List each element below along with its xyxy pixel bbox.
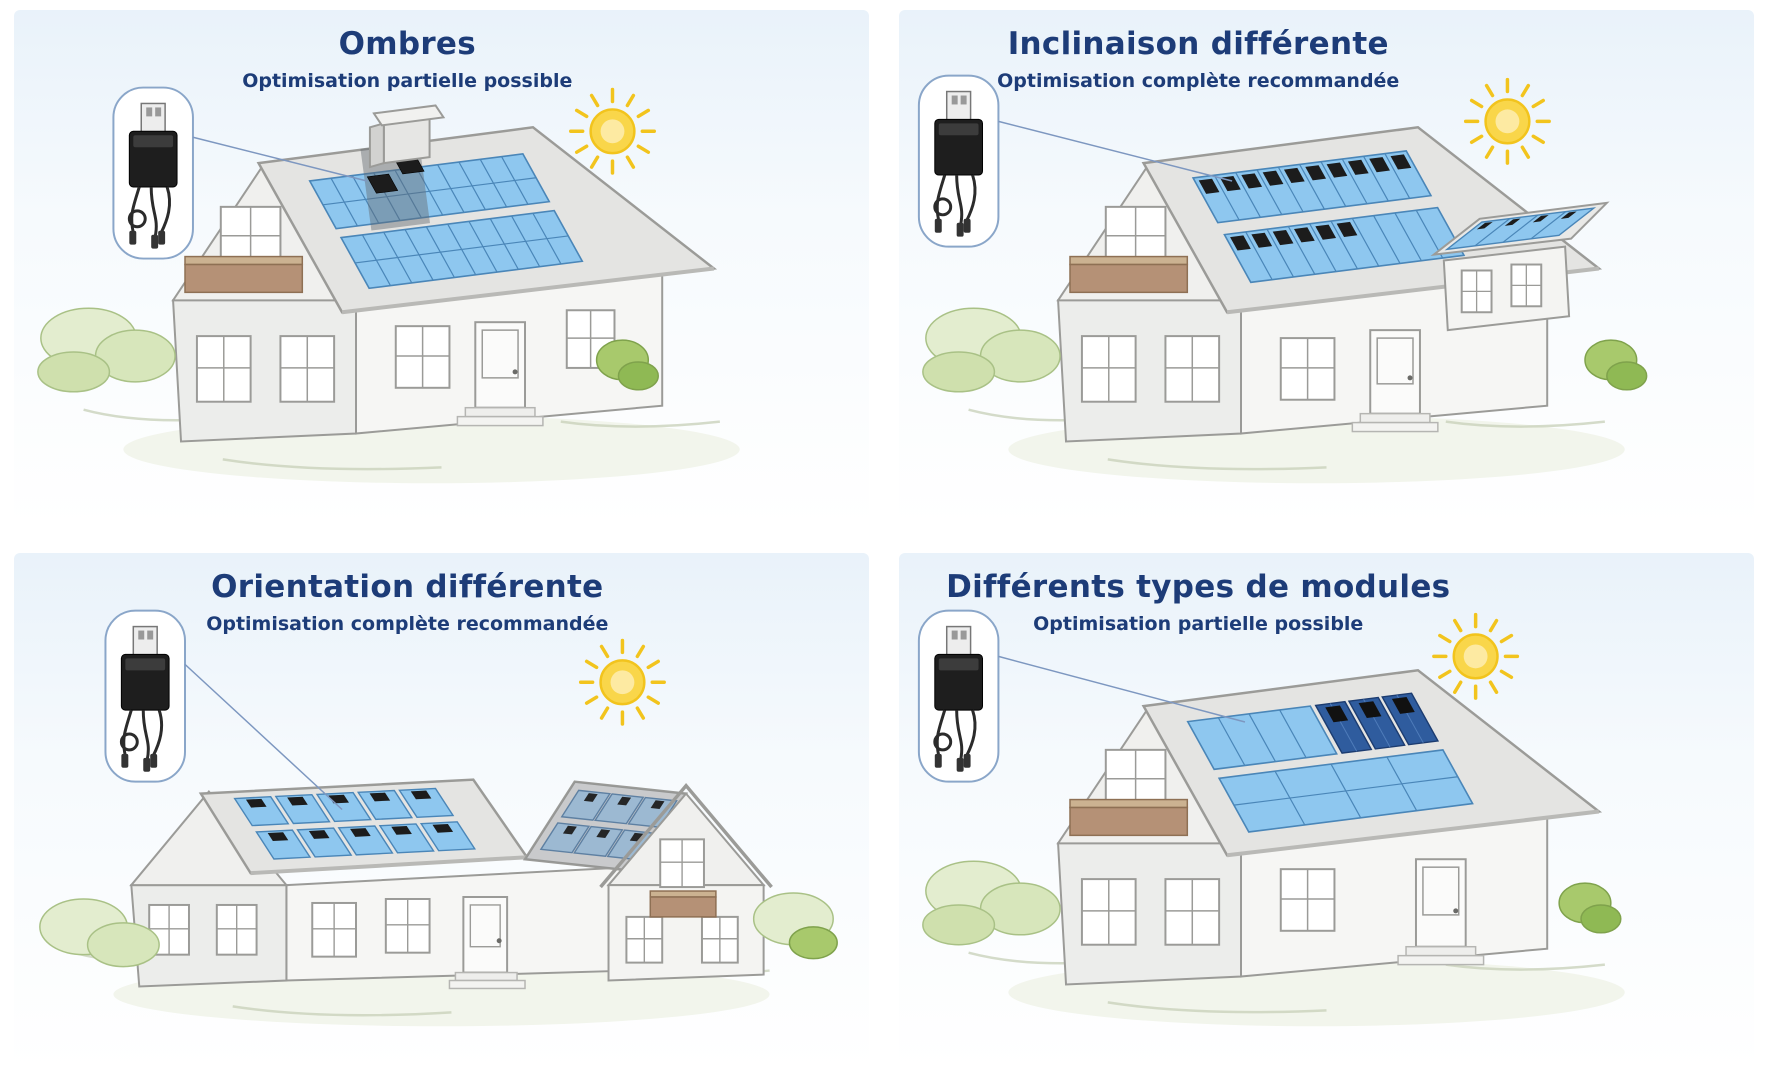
front-door	[456, 321, 544, 427]
panel-orientation: Orientation différente Optimisation comp…	[14, 553, 869, 1070]
optimizer-callout	[917, 74, 1000, 248]
panel-inclinaison: Inclinaison différente Optimisation comp…	[899, 10, 1754, 527]
page-title: Ombres	[338, 26, 476, 62]
panel-header: Différents types de modules Optimisation…	[899, 569, 1498, 635]
page-title: Différents types de modules	[946, 569, 1451, 605]
panel-subtitle: Optimisation complète recommandée	[997, 70, 1400, 92]
sun-icon	[1432, 612, 1520, 700]
dormer	[1430, 201, 1610, 332]
solar-panel-array	[1193, 151, 1464, 282]
solar-panel-array-right	[541, 790, 677, 859]
panel-modules: Différents types de modules Optimisation…	[899, 553, 1754, 1070]
scene-inclinaison	[917, 74, 1648, 484]
house-illustration	[129, 778, 773, 990]
optimizer-callout	[917, 609, 1000, 783]
panel-header: Ombres Optimisation partielle possible	[14, 26, 801, 92]
optimizer-callout	[112, 86, 194, 260]
front-door	[448, 896, 526, 990]
front-door	[1397, 858, 1485, 966]
dormer-panel-array	[1447, 208, 1594, 249]
solar-panel-array	[297, 141, 583, 288]
bush-right	[595, 339, 659, 391]
panel-subtitle: Optimisation partielle possible	[1033, 613, 1364, 635]
power-optimizer-icons	[1476, 211, 1577, 230]
power-optimizer-icons	[245, 790, 454, 841]
bush-left	[37, 307, 176, 393]
power-optimizer-icon	[933, 90, 984, 237]
sun-icon	[1463, 77, 1551, 165]
bush-left	[922, 860, 1061, 946]
panel-subtitle: Optimisation complète recommandée	[206, 613, 609, 635]
page-title: Orientation différente	[211, 569, 604, 605]
power-optimizer-icon	[367, 174, 397, 193]
balcony	[184, 255, 304, 294]
chimney	[368, 104, 446, 169]
panel-header: Orientation différente Optimisation comp…	[14, 569, 801, 635]
house-illustration	[1056, 669, 1603, 986]
panel-subtitle: Optimisation partielle possible	[242, 70, 573, 92]
panel-ombres: Ombres Optimisation partielle possible	[14, 10, 869, 527]
windows	[148, 838, 739, 964]
power-optimizer-icons	[562, 793, 665, 842]
balcony	[1069, 798, 1189, 837]
balcony	[1069, 255, 1189, 294]
connector-line	[998, 655, 1246, 723]
connector-line	[184, 663, 343, 811]
sun-icon	[578, 638, 666, 726]
house-illustration	[1056, 126, 1610, 443]
balcony	[649, 890, 717, 918]
connector-line	[192, 136, 368, 182]
panel-header: Inclinaison différente Optimisation comp…	[899, 26, 1498, 92]
solar-panel-array-left	[235, 788, 475, 859]
sun-icon	[569, 87, 656, 175]
power-optimizer-icon	[933, 625, 984, 772]
power-optimizer-icon	[119, 625, 170, 772]
page-title: Inclinaison différente	[1007, 26, 1389, 62]
bush-right	[1558, 882, 1622, 934]
scene-orientation	[39, 609, 838, 1027]
bush-left	[922, 307, 1061, 393]
power-optimizer-icons	[1198, 154, 1412, 251]
optimizer-callout	[104, 609, 186, 783]
power-optimizer-icon	[127, 102, 178, 249]
house-illustration	[171, 104, 718, 443]
windows	[195, 205, 616, 403]
scene-modules	[917, 609, 1625, 1027]
bush-right	[1584, 339, 1648, 391]
scene-ombres	[37, 86, 740, 484]
connector-line	[998, 120, 1233, 182]
bush-right	[752, 892, 838, 960]
solar-panel-array	[1188, 693, 1473, 832]
bush-left	[39, 898, 160, 968]
front-door	[1351, 329, 1439, 433]
power-optimizer-icons	[1325, 697, 1415, 723]
